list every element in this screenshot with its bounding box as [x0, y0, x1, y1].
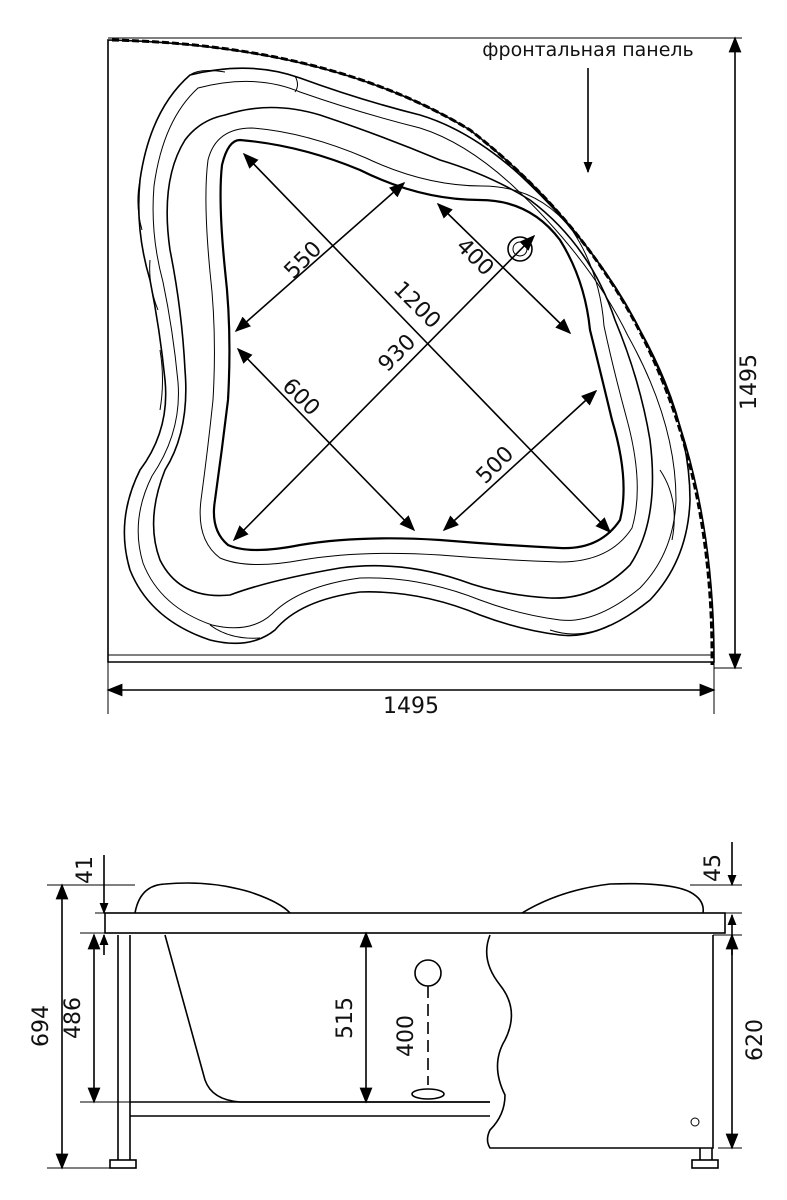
- front-panel-cutaway: [485, 934, 714, 1149]
- dim-550-line: [234, 181, 406, 333]
- drain-side: [411, 1088, 445, 1100]
- dim-41-text: 41: [73, 856, 98, 884]
- dim-486-text: 486: [61, 997, 86, 1039]
- overflow-hole: [414, 959, 442, 987]
- dim-1200-text: 1200: [388, 277, 445, 334]
- headrest-left: [134, 882, 291, 914]
- dim-550-text: 550: [280, 237, 327, 284]
- front-panel-label: фронтальная панель: [482, 39, 693, 61]
- dim-400-text: 400: [451, 234, 498, 281]
- side-body: [164, 934, 490, 1103]
- headrest-right: [521, 882, 705, 914]
- dim-400-side-text: 400: [394, 1015, 419, 1057]
- dim-45-text: 45: [701, 854, 726, 882]
- dim-500-line: [442, 389, 598, 532]
- dim-500-text: 500: [472, 442, 519, 489]
- top-view: 550 400 1200 930 600 500 фронтальная пан…: [106, 36, 762, 719]
- side-rim: [104, 912, 726, 934]
- dim-600-text: 600: [277, 374, 324, 421]
- dim-400-line: [436, 202, 572, 335]
- dim-515-text: 515: [333, 997, 358, 1039]
- basin-outline: [212, 138, 625, 552]
- side-view: 400 515 694 486 41 45 620: [29, 842, 768, 1170]
- dim-600-line: [236, 347, 416, 532]
- dim-694-text: 694: [29, 1005, 54, 1047]
- dim-620-text: 620: [743, 1019, 768, 1061]
- dim-width-text: 1495: [383, 694, 439, 719]
- dim-930-text: 930: [374, 330, 421, 377]
- dim-height-text: 1495: [737, 354, 762, 410]
